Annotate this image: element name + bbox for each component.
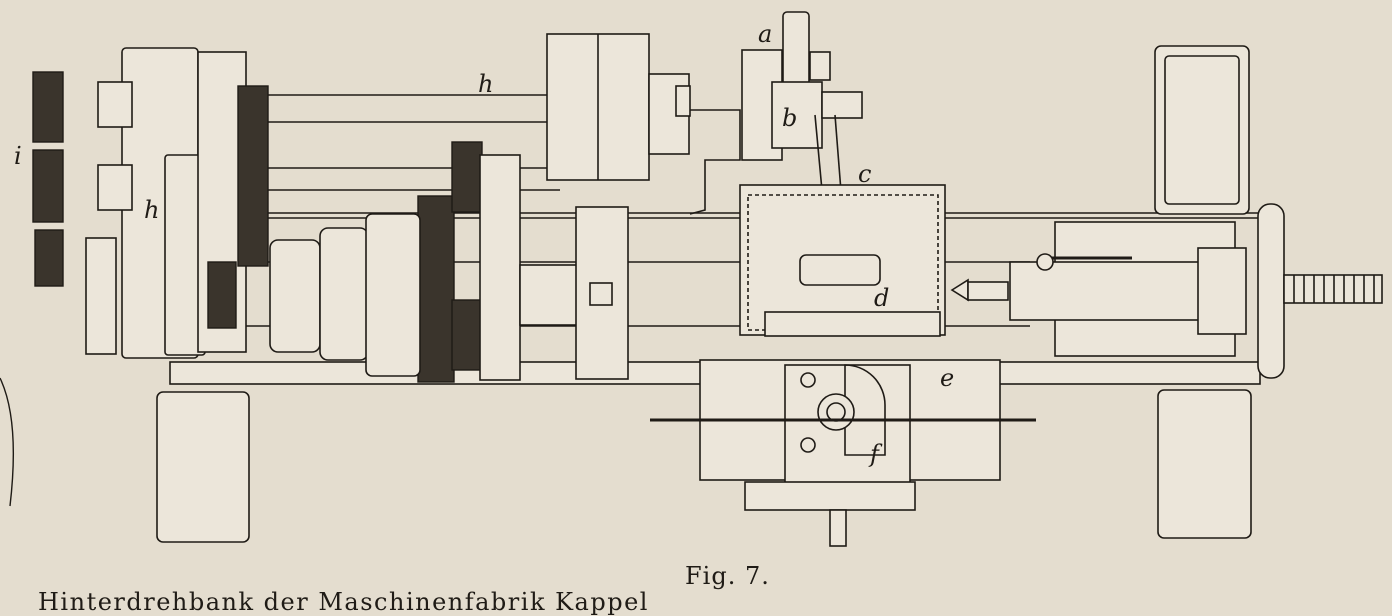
relieving-mechanism xyxy=(675,11,863,256)
figure-caption: Fig. 7. xyxy=(685,562,770,590)
right-bed-foot xyxy=(1157,389,1252,539)
label-c: c xyxy=(858,160,871,188)
cone-pulley xyxy=(269,154,579,381)
label-e: e xyxy=(940,364,954,392)
label-a: a xyxy=(758,20,772,48)
figure-subcaption: Hinterdrehbank der Maschinenfabrik Kappe… xyxy=(38,588,649,616)
tailstock-handwheel xyxy=(1257,203,1285,379)
right-bed-upper-leg xyxy=(1154,45,1250,215)
label-h-lower: h xyxy=(144,196,159,224)
label-d: d xyxy=(874,284,889,312)
label-b: b xyxy=(782,104,797,132)
carriage xyxy=(739,184,946,337)
label-i: i xyxy=(14,142,22,170)
label-h-upper: h xyxy=(478,70,493,98)
change-gear-train xyxy=(32,71,483,383)
tailstock-screw xyxy=(1283,274,1383,304)
tailstock xyxy=(950,221,1247,357)
compound-rest xyxy=(650,359,1036,547)
left-bed-foot xyxy=(156,391,250,543)
